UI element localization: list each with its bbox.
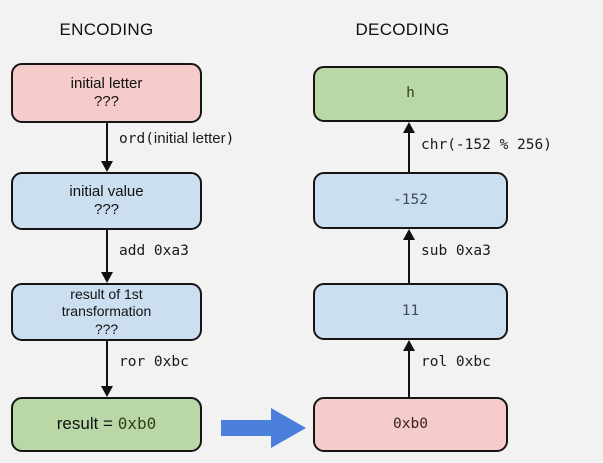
encoding-edge-1-arg: initial letter: [153, 130, 226, 147]
decoding-node-letter: h: [313, 66, 508, 122]
decoding-node-2-value: -152: [393, 191, 428, 208]
decoding-edge-label-2: sub 0xa3: [421, 243, 491, 259]
decoding-node-4-value: 0xb0: [393, 415, 428, 432]
encoding-column-title: ENCODING: [59, 20, 154, 39]
decoding-edge-label-1: chr(-152 % 256): [421, 137, 552, 153]
encoding-node-2-line2: ???: [93, 201, 120, 218]
encoding-edge-1-close: ): [225, 131, 235, 147]
decoding-edge-label-3: rol 0xbc: [421, 354, 491, 370]
encoding-node-3-line3: ???: [94, 320, 119, 337]
encoding-edge-1-fn: ord(: [119, 131, 154, 147]
encoding-node-initial-letter: initial letter ???: [11, 63, 202, 123]
encoding-edge-label-1: ord(initial letter): [119, 130, 234, 147]
decoding-node-1-value: h: [406, 85, 415, 102]
decoding-node-encoded-byte: 0xb0: [313, 397, 508, 452]
decoding-node-intermediate-value: 11: [313, 283, 508, 340]
decoding-node-3-value: 11: [401, 302, 420, 319]
encoding-node-4-prefix: result =: [56, 414, 118, 434]
encoding-node-4-value: 0xb0: [117, 414, 157, 434]
encoding-edge-label-2: add 0xa3: [119, 243, 189, 259]
decoding-node-signed-value: -152: [313, 172, 508, 229]
encoding-node-1-line1: initial letter: [70, 74, 143, 92]
encoding-to-decoding-arrow: [221, 408, 306, 448]
encoding-node-1-line2: ???: [93, 93, 119, 110]
encoding-node-result: result = 0xb0: [11, 397, 202, 452]
encoding-node-first-transformation: result of 1st transformation ???: [11, 283, 202, 341]
encoding-node-2-line1: initial value: [69, 182, 144, 200]
encoding-node-3-line1: result of 1st: [70, 286, 143, 303]
encoding-node-initial-value: initial value ???: [11, 172, 202, 230]
decoding-column-title: DECODING: [355, 20, 450, 39]
encoding-node-3-line2: transformation: [61, 303, 152, 320]
encoding-edge-label-3: ror 0xbc: [119, 354, 189, 370]
